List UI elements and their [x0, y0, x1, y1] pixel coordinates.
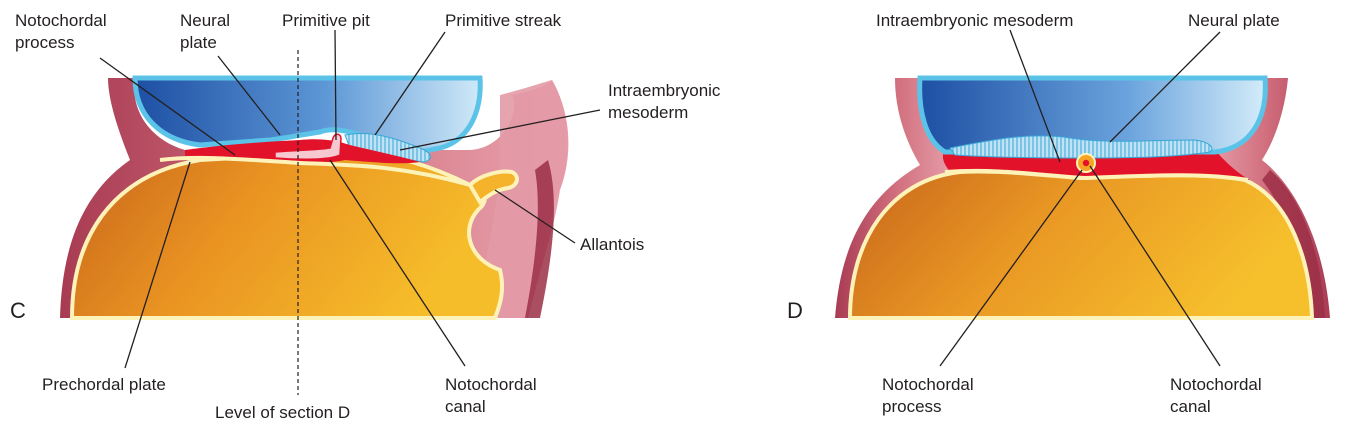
- panel-d-leader-neural-plate: [1109, 31, 1221, 143]
- panel-d-leader-intraembryonic-mesoderm: [1009, 29, 1061, 163]
- panel-d-label-notochordal-process: Notochordal process: [882, 375, 978, 416]
- panel-c-leader-prechordal-plate: [124, 161, 191, 369]
- panel-d-letter: D: [787, 298, 803, 323]
- panel-c-label-notochordal-process: Notochordal process: [15, 11, 111, 52]
- panel-c-notochordal-process: [274, 133, 342, 160]
- panel-c-leader-allantois: [494, 189, 576, 244]
- panel-d-endoderm: [944, 168, 1249, 182]
- panel-d-amniotic-cavity: [917, 75, 1268, 155]
- panel-c-label-neural-plate: Neural plate: [180, 11, 235, 52]
- panel-d-yolk-sac: [847, 169, 1315, 320]
- panel-c-label-primitive-streak: Primitive streak: [445, 11, 562, 30]
- panel-c-leader-primitive-streak: [374, 31, 446, 136]
- panel-c: Notochordal process Neural plate Primiti…: [10, 11, 725, 422]
- panel-c-label-intraembryonic-mesoderm: Intraembryonic mesoderm: [608, 81, 725, 122]
- panel-c-leader-notochordal-canal: [329, 159, 466, 367]
- panel-c-endoderm: [159, 155, 471, 187]
- panel-c-label-allantois: Allantois: [580, 235, 644, 254]
- panel-c-leader-notochordal-process: [99, 57, 236, 156]
- panel-c-label-level-of-section: Level of section D: [215, 403, 350, 422]
- panel-c-label-prechordal-plate: Prechordal plate: [42, 375, 166, 394]
- panel-c-stalk-dark-band: [525, 160, 554, 318]
- panel-d-notochordal-canal-circle: [1082, 159, 1090, 167]
- panel-d: Intraembryonic mesoderm Neural plate Not…: [787, 11, 1330, 416]
- panel-c-allantois: [467, 169, 519, 205]
- panel-c-label-primitive-pit: Primitive pit: [282, 11, 370, 30]
- panel-d-label-intraembryonic-mesoderm: Intraembryonic mesoderm: [876, 11, 1073, 30]
- panel-c-letter: C: [10, 298, 26, 323]
- panel-c-label-notochordal-canal: Notochordal canal: [445, 375, 541, 416]
- panel-c-connecting-stalk: [470, 80, 568, 318]
- panel-d-label-neural-plate: Neural plate: [1188, 11, 1280, 30]
- panel-c-leader-primitive-pit: [334, 29, 337, 141]
- panel-c-leader-neural-plate: [217, 55, 281, 136]
- panel-d-label-notochordal-canal: Notochordal canal: [1170, 375, 1266, 416]
- panel-c-leader-intraembryonic-mesoderm: [399, 109, 601, 151]
- panel-d-leader-notochordal-process: [939, 169, 1083, 367]
- panel-d-leader-notochordal-canal: [1089, 165, 1221, 367]
